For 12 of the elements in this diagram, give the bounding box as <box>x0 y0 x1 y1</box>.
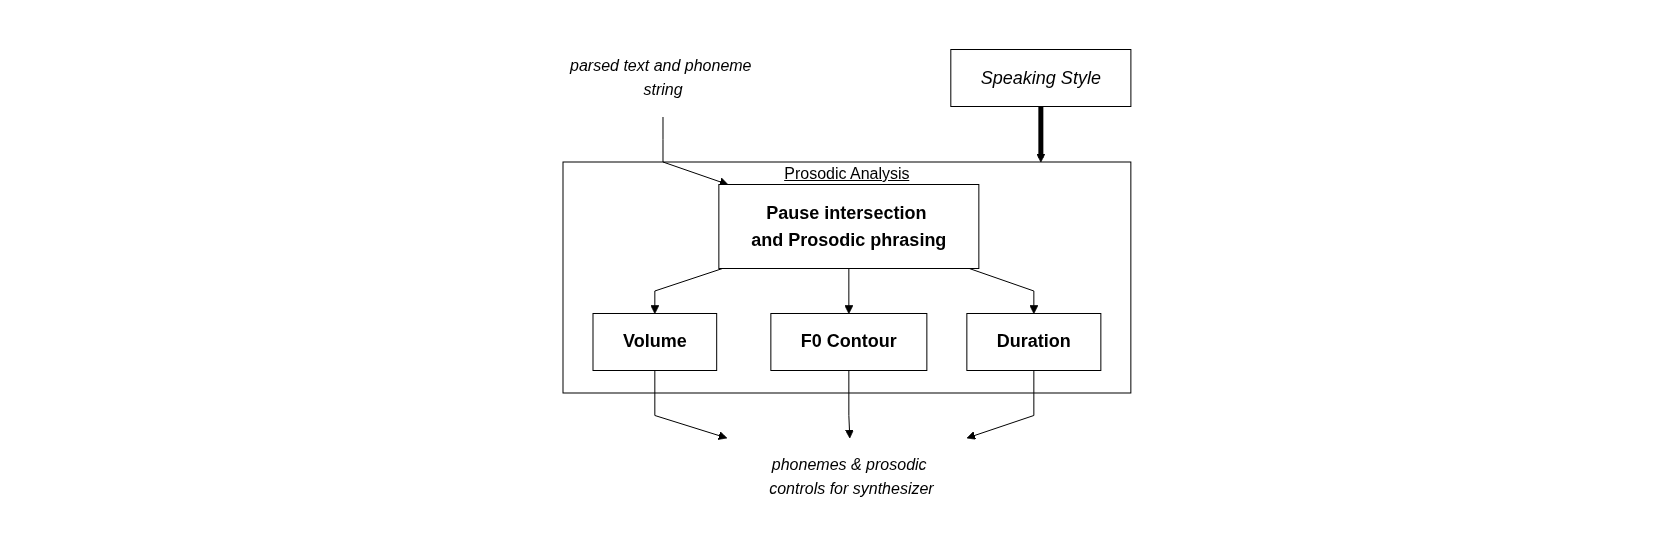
arrow <box>845 370 854 439</box>
node-text: parsed text and phoneme string <box>570 57 752 98</box>
node-box: Pause intersection and Prosodic phrasing <box>718 184 980 269</box>
arrow <box>844 268 854 314</box>
node-box: F0 Contour <box>770 313 928 371</box>
node-box: Volume <box>592 313 718 371</box>
arrow <box>654 370 728 440</box>
arrow <box>1036 106 1046 163</box>
node-box: Duration <box>966 313 1102 371</box>
node-text: phonemes & prosodic controls for synthesizer <box>769 456 934 497</box>
node-box: Speaking Style <box>950 49 1132 107</box>
arrow <box>966 370 1035 440</box>
